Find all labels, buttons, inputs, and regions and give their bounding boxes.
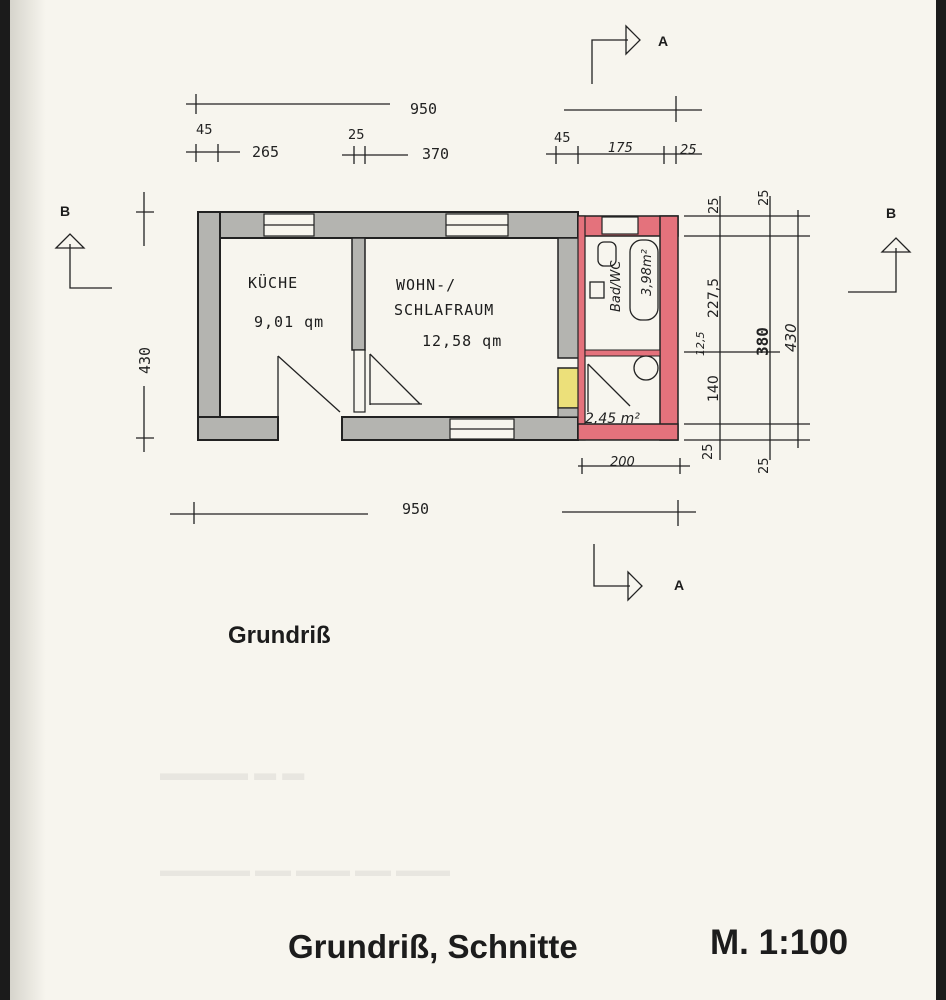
section-b-right-line [848,248,897,293]
kitchen-name: KÜCHE [248,273,298,292]
inner-wall [351,237,366,351]
living-name-line1: WOHN-/ [396,276,456,294]
chimney [557,367,581,409]
bath-room-area: 3,98m² [640,249,655,296]
bottom-dimensions: 200 950 [170,455,696,526]
bath-west-wall [577,215,586,441]
entrance-door-swing [277,355,341,413]
dim-right-outer-top: 25 [757,189,772,206]
section-b-left-line [69,244,112,289]
door-opening [353,349,366,413]
room-labels: KÜCHE 9,01 qm WOHN-/ SCHLAFRAUM 12,58 qm… [248,273,640,427]
dim-right-top-wall: 25 [707,197,722,214]
plan-caption: Grundriß [228,622,331,649]
washbasin-icon [633,355,659,381]
dim-right-inner-total: 380 [753,327,772,356]
doors [277,349,631,430]
section-a-bottom-label: A [674,577,684,593]
toilet-icon [597,241,617,267]
section-arrow-icon [627,570,643,602]
dim-left-height: 430 [136,347,154,374]
north-wall [197,211,579,239]
bath-partition [584,349,661,357]
section-a-top-label: A [658,33,668,49]
dim-right-inner-wall: 12,5 [694,332,707,357]
document-page: ▬▬▬▬ ▬ ▬ ▬▬▬▬▬ ▬▬ ▬▬▬ ▬▬ ▬▬▬ [10,0,936,1000]
windows [263,213,639,440]
left-dimension: 430 [136,192,154,452]
page-binding-shadow [10,0,46,1000]
kitchen-area: 9,01 qm [254,313,324,331]
bathtub-icon [629,239,659,321]
dim-right-bath-height: 227,5 [706,278,722,318]
living-name-line2: SCHLAFRAUM [394,301,494,319]
section-a-bottom-line [593,544,630,587]
bleed-through-text: ▬▬▬▬▬ ▬▬ ▬▬▬ ▬▬ ▬▬▬ [160,860,451,880]
dim-kitchen-wall: 45 [196,123,213,138]
dim-right-total: 430 [782,323,800,352]
dim-bath-width: 175 [608,141,633,156]
right-dimensions: 25 227,5 12,5 140 25 380 430 25 25 [684,189,810,474]
sink-icon [589,281,605,299]
dim-right-outer-bottom: 25 [757,457,772,474]
section-arrow-icon [625,24,641,56]
west-wall [197,211,221,441]
dim-kitchen-width: 265 [252,143,279,161]
hall-area: 2,45 m² [585,411,640,427]
top-dimensions: 950 45 265 25 370 45 175 25 [186,94,702,164]
dim-right-hall-height: 140 [706,375,722,402]
dim-inner-wall: 25 [348,128,365,143]
section-b-right-label: B [886,205,896,221]
footer-title: Grundriß, Schnitte [288,928,578,965]
bleed-through-text: ▬▬▬▬ ▬ ▬ [160,760,305,785]
section-b-left-label: B [60,203,70,219]
section-a-top-line [591,39,628,84]
dim-bath-outer: 25 [680,143,697,158]
living-east-wall [557,237,581,359]
dim-right-bottom-wall: 25 [701,443,716,460]
bath-fixtures: Bad/WC 3,98m² [589,239,659,381]
bath-room-name: Bad/WC [609,260,624,312]
footer-scale: M. 1:100 [710,923,849,962]
section-markers: A A B B [54,24,912,602]
hall-door-swing [587,363,631,407]
wall-stub [557,407,581,418]
window-bath [601,216,639,235]
section-arrow-icon [880,237,912,253]
bath-east-wall [659,215,679,441]
walls [197,211,679,441]
dim-hall-width: 200 [610,455,635,470]
living-area: 12,58 qm [422,332,502,350]
dim-bath-wall: 45 [554,131,571,146]
dim-bottom-total: 950 [402,500,429,518]
section-arrow-icon [54,233,86,249]
bath-south-wall [577,423,679,441]
south-wall-west [197,416,279,441]
dim-living-width: 370 [422,145,449,163]
dim-top-total: 950 [410,100,437,118]
inner-door-swing [369,353,421,405]
